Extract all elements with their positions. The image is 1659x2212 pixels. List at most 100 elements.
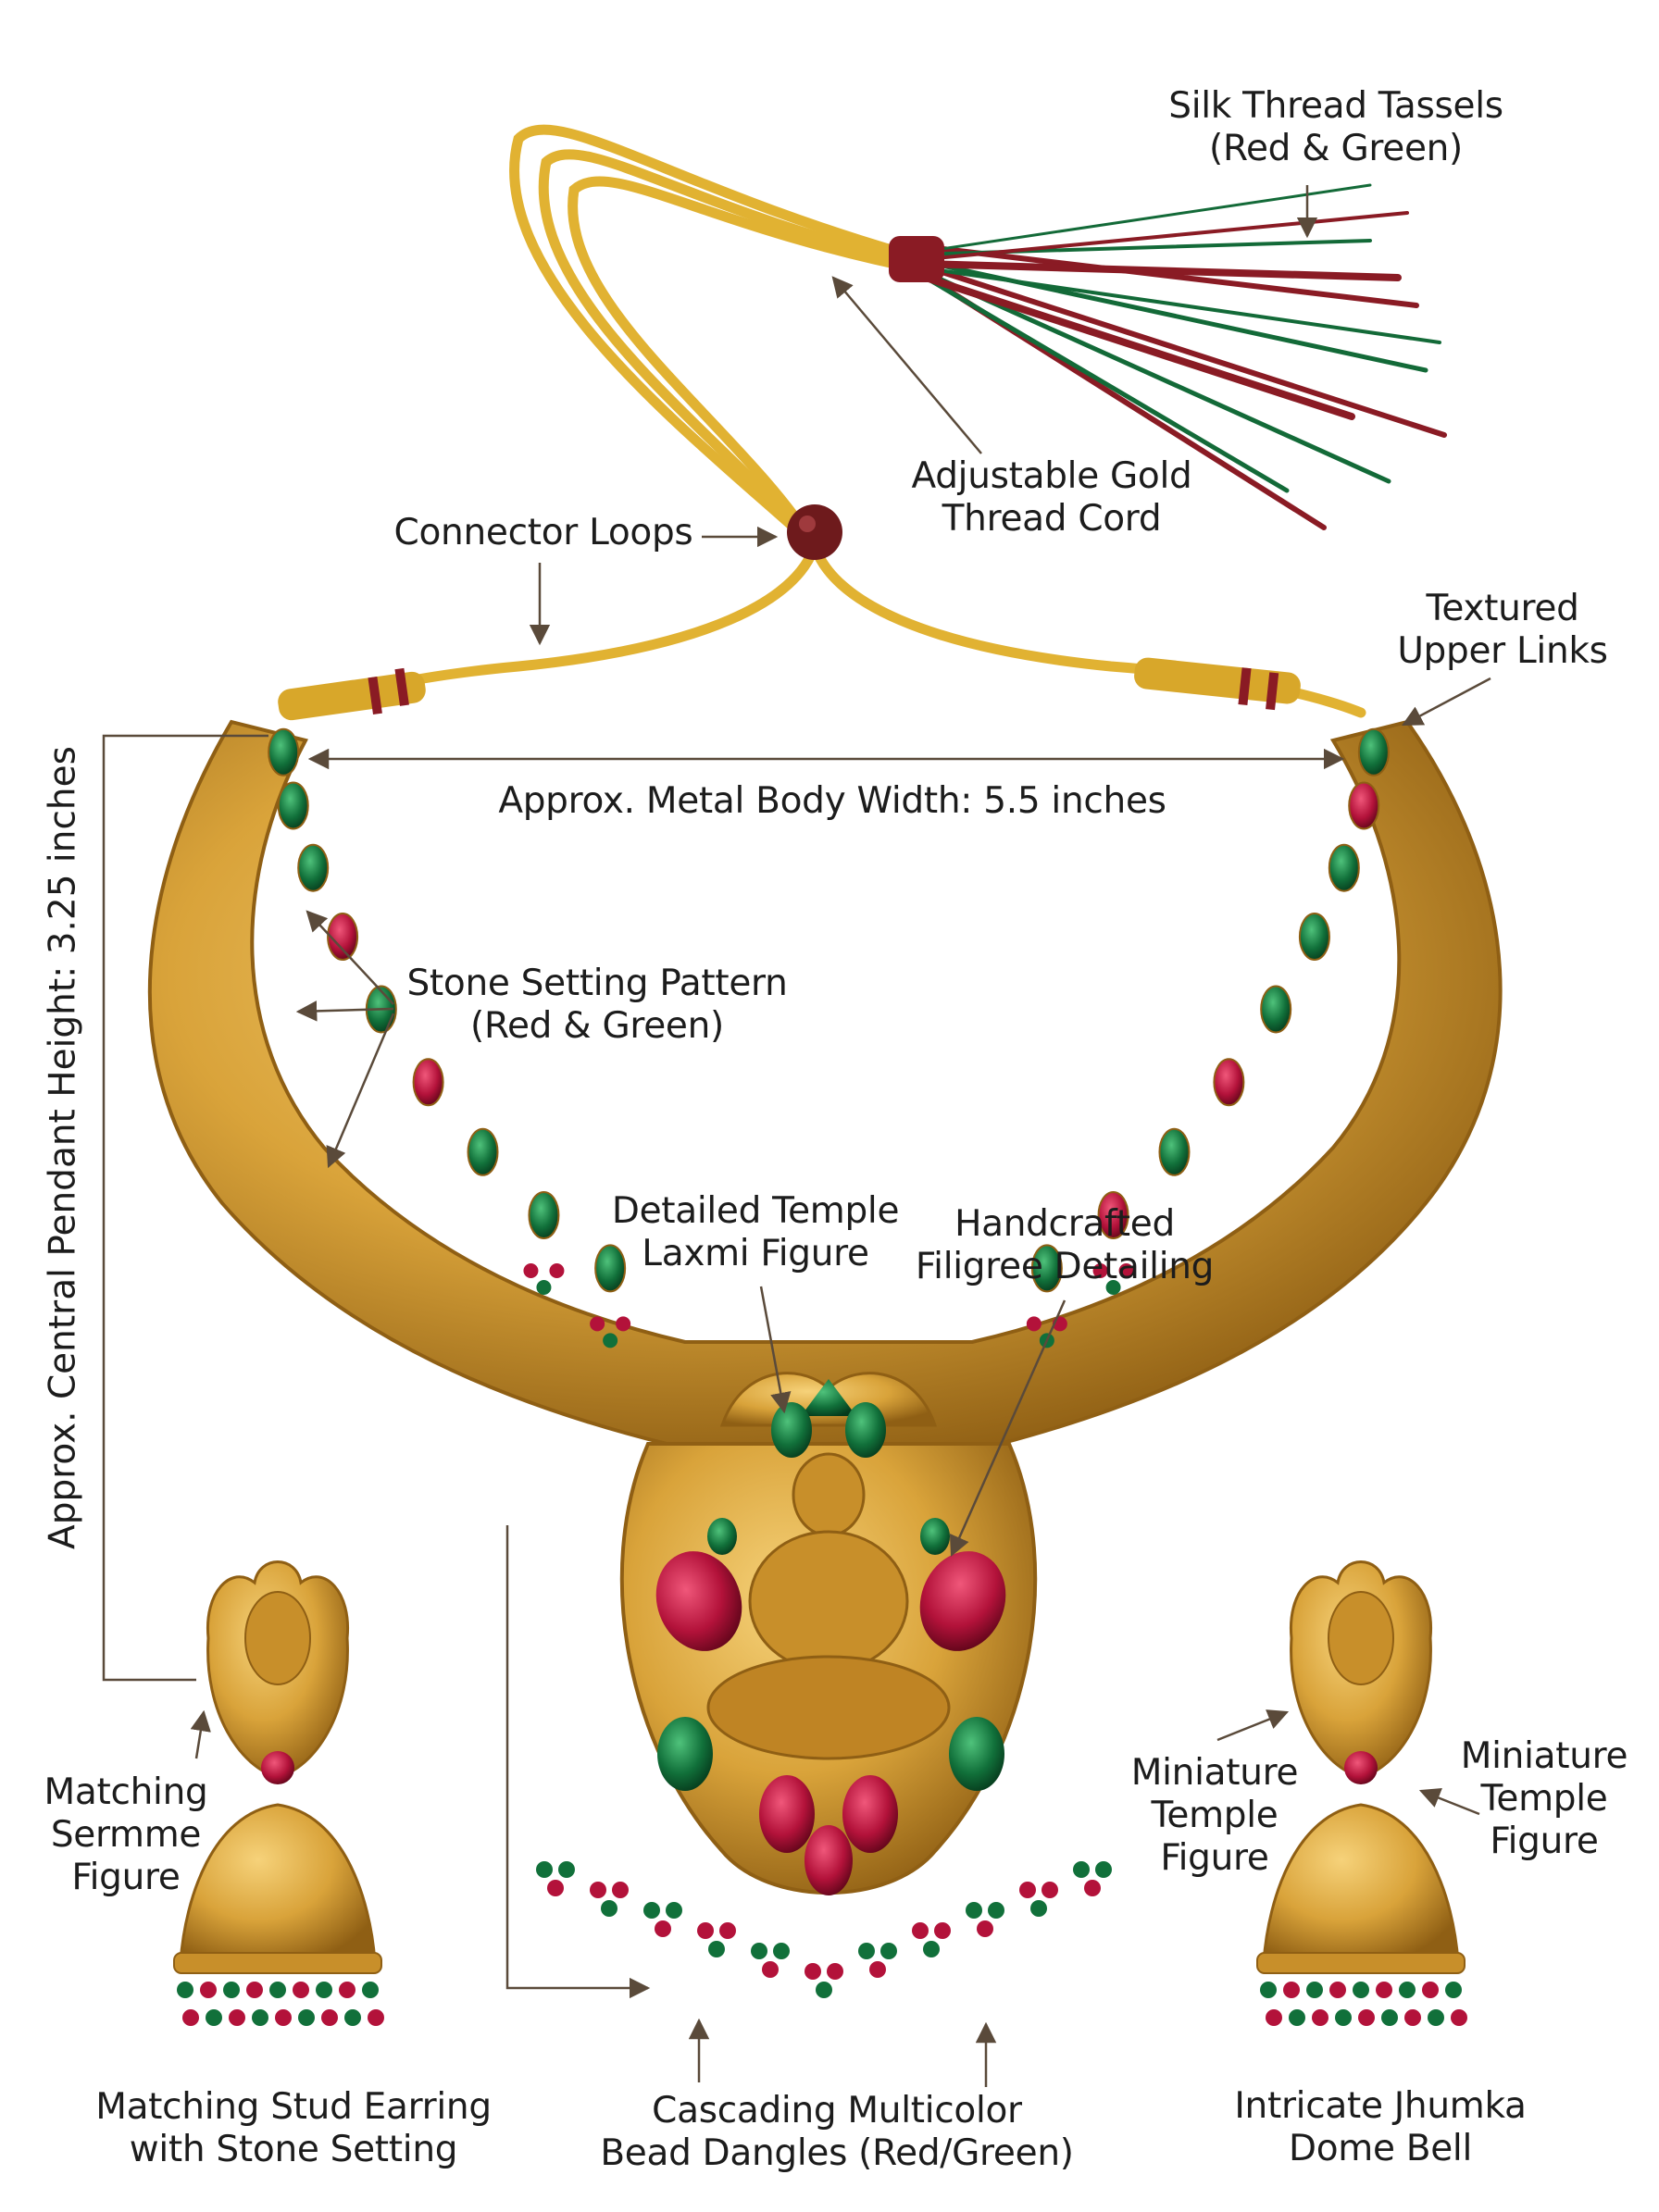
label-metal-body-width: Approx. Metal Body Width: 5.5 inches — [498, 780, 1166, 822]
pendant-bead — [880, 1943, 897, 1959]
pendant-bead — [536, 1861, 553, 1878]
earring-bead — [1289, 2009, 1305, 2026]
necklace-body — [147, 719, 1503, 1446]
earring-bead — [223, 1982, 240, 1998]
pendant-bead — [1073, 1861, 1090, 1878]
label-temple-laxmi-figure: Detailed Temple Laxmi Figure — [611, 1190, 900, 1274]
earring-bead — [1353, 1982, 1369, 1998]
pendant-bead — [773, 1943, 790, 1959]
earring-bead — [229, 2009, 245, 2026]
pendant-bead — [601, 1900, 617, 1917]
right-earring — [1256, 1560, 1466, 1974]
earring-bead — [1306, 1982, 1323, 1998]
label-matching-stud-earring: Matching Stud Earring with Stone Setting — [95, 2086, 492, 2170]
label-filigree-detailing: Handcrafted Filigree Detailing — [915, 1203, 1215, 1287]
bead — [549, 1262, 565, 1278]
pendant-bead — [1084, 1880, 1101, 1896]
pendant-bead — [719, 1922, 736, 1939]
necklace-stone — [412, 1058, 444, 1107]
label-silk-thread-tassels: Silk Thread Tassels (Red & Green) — [1168, 85, 1503, 169]
pendant-bead — [805, 1963, 821, 1980]
label-jhumka-dome-bell: Intricate Jhumka Dome Bell — [1234, 2085, 1527, 2169]
pendant-bead — [1030, 1900, 1047, 1917]
earring-bead — [344, 2009, 361, 2026]
bead — [1026, 1316, 1042, 1332]
earring-bead — [339, 1982, 356, 1998]
earring-bead — [362, 1982, 379, 1998]
pendant-bead — [966, 1902, 982, 1919]
earring-bead — [1283, 1982, 1300, 1998]
earring-bead — [298, 2009, 315, 2026]
necklace-stone — [1213, 1058, 1245, 1107]
necklace-stone — [327, 913, 359, 962]
earring-bead — [1381, 2009, 1398, 2026]
pendant-bead — [590, 1882, 606, 1898]
bead — [1105, 1279, 1121, 1295]
pendant-bead — [1042, 1882, 1058, 1898]
earring-bead — [1422, 1982, 1439, 1998]
pendant-bead — [816, 1982, 832, 1998]
pendant-bead — [666, 1902, 682, 1919]
earring-bead — [252, 2009, 268, 2026]
pendant-bead — [1019, 1882, 1036, 1898]
pendant-bead — [751, 1943, 767, 1959]
necklace-stone — [277, 781, 309, 830]
bead — [523, 1262, 539, 1278]
earring-bead — [316, 1982, 332, 1998]
earring-bead — [321, 2009, 338, 2026]
gold-thread-cord — [291, 124, 1366, 718]
label-stone-setting-pattern: Stone Setting Pattern (Red & Green) — [406, 963, 788, 1047]
pendant-bead — [869, 1961, 886, 1978]
necklace-stone — [528, 1190, 560, 1239]
pendant-bead — [912, 1922, 929, 1939]
pendant-bead-dangles — [536, 1861, 1112, 1998]
pendant-bead — [547, 1880, 564, 1896]
earring-bead — [1358, 2009, 1375, 2026]
earring-bead — [1312, 2009, 1328, 2026]
earring-bead — [200, 1982, 217, 1998]
necklace-stone — [297, 843, 330, 892]
necklace-stone — [1298, 913, 1330, 962]
pendant-bead — [858, 1943, 875, 1959]
label-central-pendant-height: Approx. Central Pendant Height: 3.25 inc… — [42, 746, 84, 1549]
necklace-stone — [1357, 727, 1390, 777]
bead — [590, 1316, 605, 1332]
necklace-stone — [1030, 1244, 1063, 1293]
necklace-stone — [467, 1127, 499, 1176]
bead — [616, 1316, 631, 1332]
earring-bead — [182, 2009, 199, 2026]
pendant-bead — [1095, 1861, 1112, 1878]
pendant-bead — [934, 1922, 951, 1939]
earring-bead — [1335, 2009, 1352, 2026]
earring-bead — [1399, 1982, 1416, 1998]
height-dimension-bracket — [102, 734, 268, 1682]
pendant-bead — [827, 1963, 843, 1980]
bead — [1092, 1262, 1108, 1278]
earring-bead — [177, 1982, 193, 1998]
pendant-bead — [708, 1941, 725, 1957]
pendant-bead — [923, 1941, 940, 1957]
laxmi-pendant — [619, 1372, 1038, 1895]
bead — [1118, 1262, 1134, 1278]
earring-bead — [1428, 2009, 1444, 2026]
necklace-stone — [594, 1244, 627, 1293]
label-connector-loops: Connector Loops — [393, 512, 693, 553]
stone-setting-row — [268, 727, 1390, 1293]
lotus-base — [706, 1655, 951, 1760]
annotation-arrows — [102, 185, 1491, 2087]
earring-bead — [246, 1982, 263, 1998]
earring-bead — [1266, 2009, 1282, 2026]
necklace-stone — [1158, 1127, 1191, 1176]
necklace-stone — [1260, 985, 1292, 1034]
left-earring — [173, 1560, 382, 1974]
earring-bead — [1329, 1982, 1346, 1998]
label-cascading-bead-dangles: Cascading Multicolor Bead Dangles (Red/G… — [600, 2090, 1074, 2174]
pendant-bead — [697, 1922, 714, 1939]
pendant-bead — [558, 1861, 575, 1878]
necklace-stone — [1348, 781, 1380, 830]
laxmi-head — [792, 1452, 866, 1537]
pendant-bead — [612, 1882, 629, 1898]
earring-bead — [275, 2009, 292, 2026]
cord-wraps — [278, 657, 1301, 721]
